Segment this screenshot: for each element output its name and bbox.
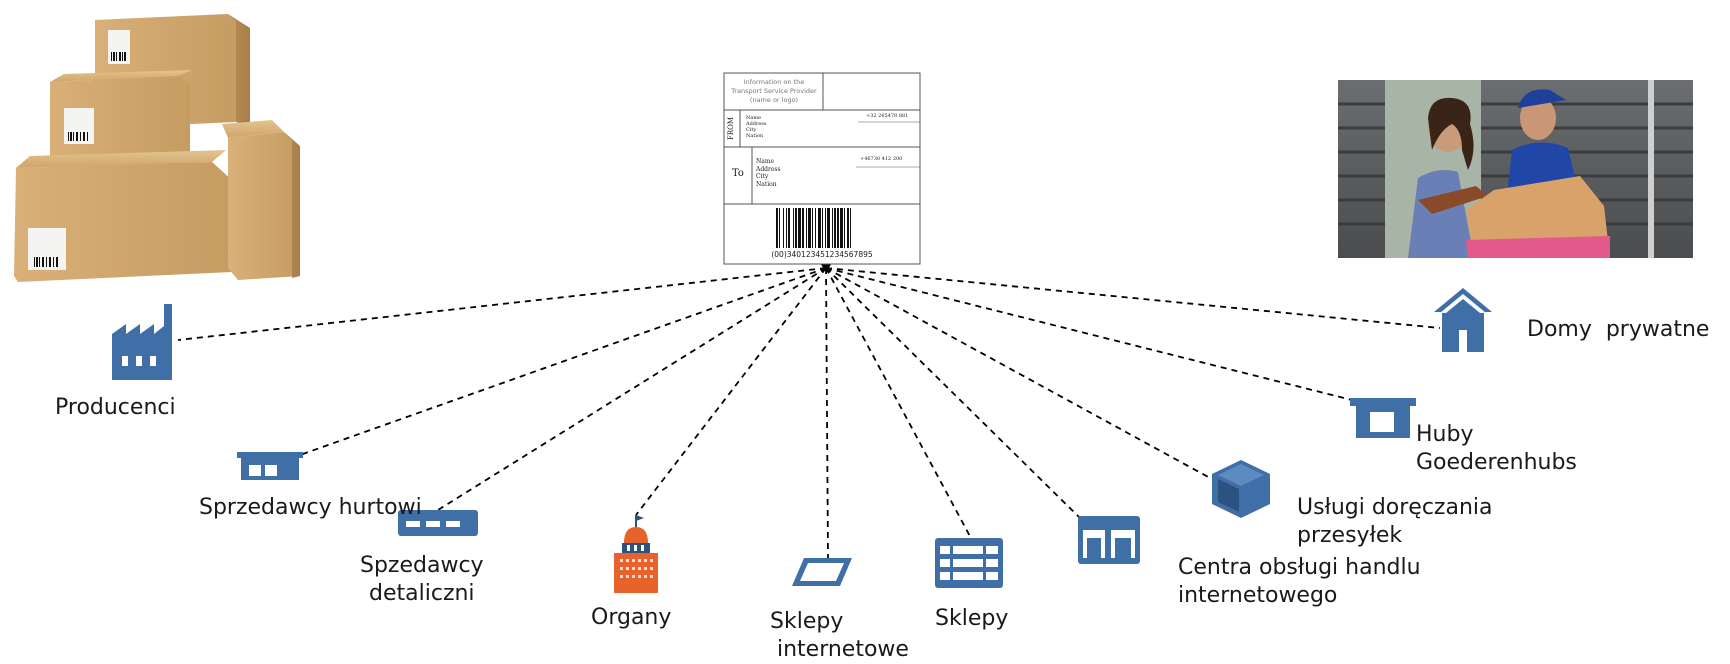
label-online-shops: Sklepy internetowe [770,609,909,662]
clipboard [1418,186,1488,214]
factory-icon [112,304,172,380]
barcode [776,208,851,248]
line-authorities [635,267,827,516]
barcode-bar [812,208,813,248]
box-top-side [228,14,250,126]
label-parcel-services: Usługi doręczania przesyłek [1297,495,1493,548]
to-address: Name Address City Nation [756,158,781,188]
courier-cap [1518,89,1566,108]
cardboard-boxes-image [14,14,300,282]
store-icon [398,510,478,536]
barcode-bar [818,208,821,248]
to-tag: To [732,168,744,179]
connector-lines [177,267,1441,559]
to-phone: +46730 412 200 [860,156,903,162]
label-hubs: Huby Goederenhubs [1416,422,1577,475]
hub-icon [1350,398,1416,438]
line-ecommerce-centres [825,267,1081,519]
box-middle-top [50,70,192,82]
barcode-bar [837,208,839,248]
barcode-bar [798,208,801,248]
label-authorities: Organy [591,605,672,630]
shipping-label-card [723,72,921,265]
barcode-bar [793,208,794,248]
barcode-bar [779,208,780,248]
line-hubs [825,267,1353,401]
barcode-bar [806,208,807,248]
barcode-bar [844,208,845,248]
barcode-bar [788,208,790,248]
provider-info-text: Information on the Transport Service Pro… [731,78,817,104]
storefront-icon [1078,516,1140,564]
line-private-homes [825,267,1441,329]
label-wholesalers: Sprzedawcy hurtowi [199,495,422,520]
barcode-bar [783,208,784,248]
line-parcel-services [825,267,1211,479]
barcode-bar [786,208,787,248]
label-ecommerce-centres: Centra obsługi handlu internetowego [1178,555,1421,608]
label-retailers: Spzedawcy detaliczni [360,553,484,606]
barcode-bar [815,208,816,248]
line-producers [177,267,827,341]
barcode-bar [795,208,797,248]
line-shops [825,267,973,541]
tablet-icon [792,558,852,586]
label-private-homes: Domy prywatne [1527,317,1710,342]
box-3d-icon [1212,460,1270,518]
barcode-bar [822,208,823,248]
barcode-bar [776,208,778,248]
box-right-front [228,132,300,280]
box-bottom-top [16,150,226,168]
house-icon [1434,288,1492,352]
box-right-top [222,120,284,138]
courier-head [1520,96,1556,140]
from-tag: FROM [727,116,736,141]
barcode-bar [847,208,849,248]
label-producers: Producenci [55,395,176,420]
delivery-photo [1338,80,1693,258]
barcode-bar [840,208,843,248]
barcode-bar [808,208,811,248]
parcel-tape [1466,236,1610,258]
shelves-icon [935,538,1003,588]
box-bottom-front [14,162,232,282]
barcode-bar [825,208,826,248]
line-wholesalers [299,267,827,456]
barcode-number: (00)340123451234567895 [771,250,873,259]
barcode-bar [802,208,804,248]
from-address: Name Address City Nation [746,115,767,139]
barcode-bar [827,208,830,248]
capitol-icon [614,515,658,593]
barcode-bar [834,208,836,248]
barcode-bar [832,208,833,248]
line-online-shops [825,267,829,559]
barcode-bar [850,208,851,248]
warehouse-icon [237,452,303,480]
label-shops: Sklepy [935,606,1009,631]
from-phone: +32 265478 881 [866,113,909,119]
box-right-side [284,132,300,278]
